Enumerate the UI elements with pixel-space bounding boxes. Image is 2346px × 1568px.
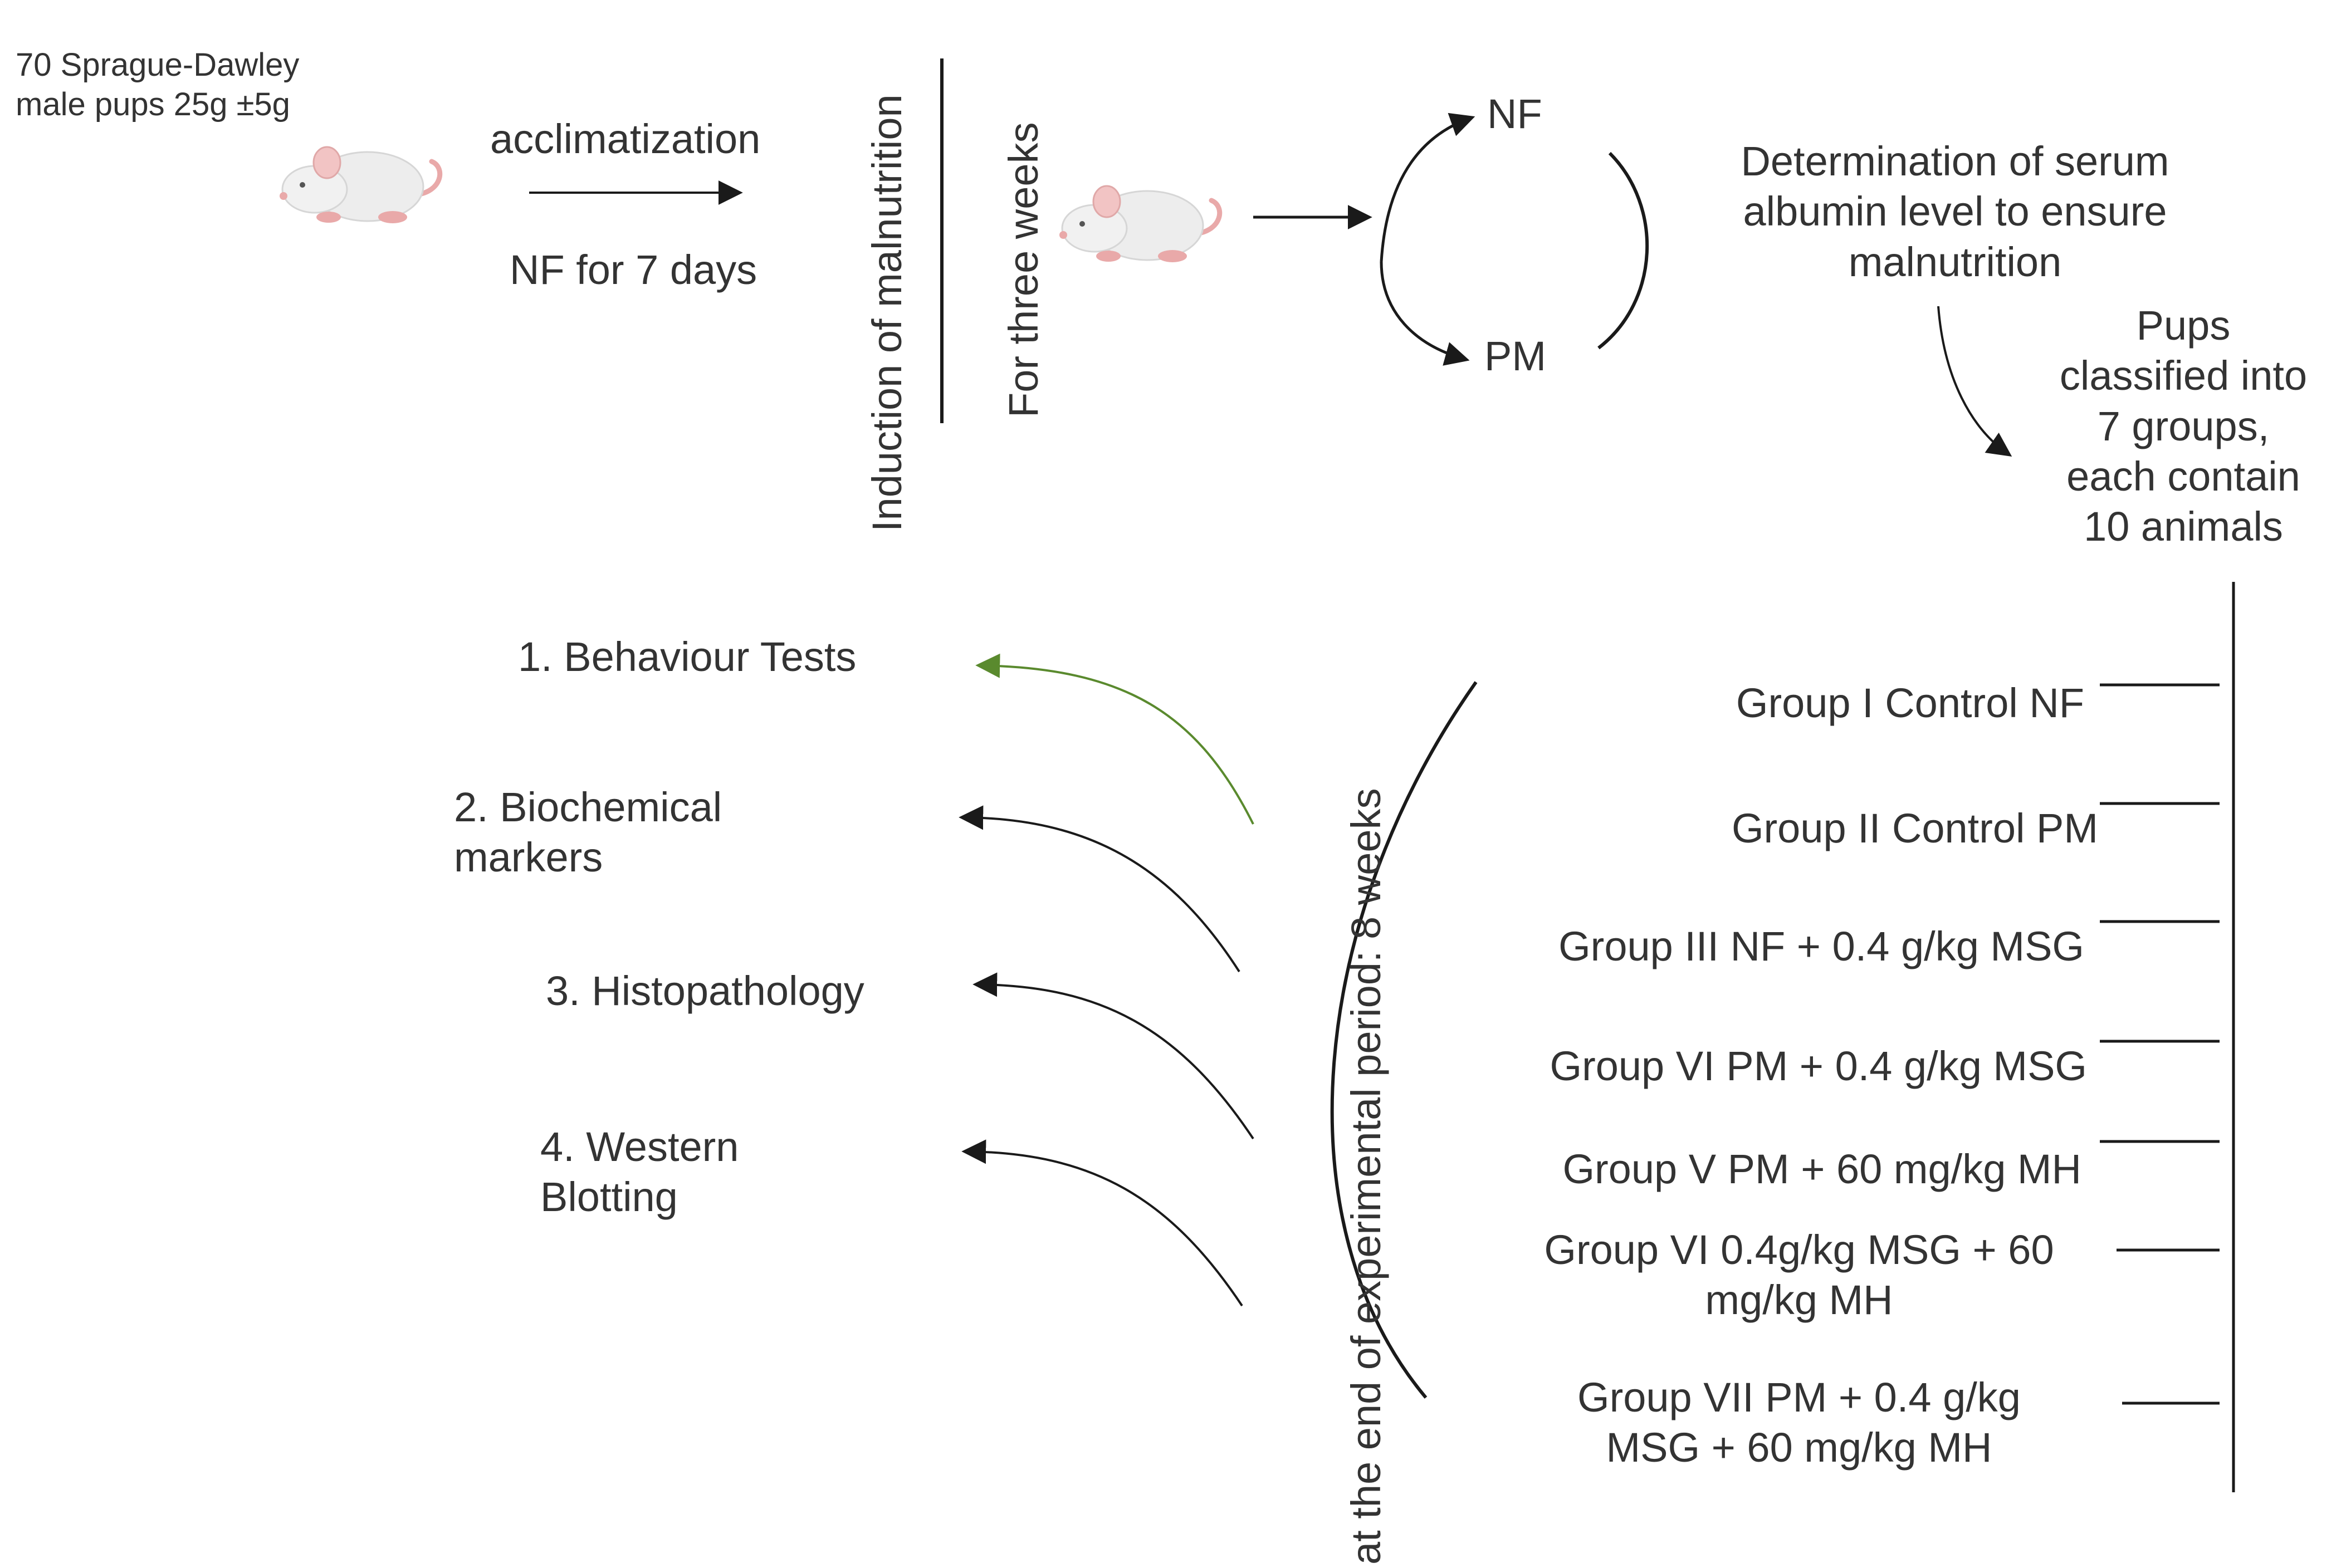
group-2: Group II Control PM xyxy=(1732,803,2098,854)
arrow-to-pm xyxy=(1380,261,1470,366)
outcome-3-line-1: 3. Histopathology xyxy=(546,968,864,1014)
period-label: at the end of experimental period: 8 wee… xyxy=(1343,788,1389,1565)
rat-icon xyxy=(280,146,443,223)
outcome-4-line-2: Blotting xyxy=(540,1174,678,1221)
group-5-line-1: Group V PM + 60 mg/kg MH xyxy=(1562,1146,2081,1192)
albumin-line-2: albumin level to ensure xyxy=(1743,188,2167,235)
group-3: Group III NF + 0.4 g/kg MSG xyxy=(1558,922,2084,972)
group-7: Group VII PM + 0.4 g/kg MSG + 60 mg/kg M… xyxy=(1521,1373,2078,1473)
branch-nf: NF xyxy=(1487,91,1542,137)
outcome-2: 2. Biochemical markers xyxy=(454,782,722,883)
outcome-4: 4. Western Blotting xyxy=(540,1122,739,1223)
outcome-1: 1. Behaviour Tests xyxy=(518,632,856,682)
group-6-line-2: mg/kg MH xyxy=(1705,1277,1893,1324)
arrow-to-biochemical xyxy=(959,805,1240,973)
outcome-3: 3. Histopathology xyxy=(546,966,864,1016)
acclimatization-label: acclimatization xyxy=(490,116,761,162)
group-7-line-2: MSG + 60 mg/kg MH xyxy=(1606,1424,1992,1471)
group-4: Group VI PM + 0.4 g/kg MSG xyxy=(1550,1041,2087,1091)
outcome-2-line-2: markers xyxy=(454,834,603,881)
albumin-line-3: malnutrition xyxy=(1848,238,2062,285)
albumin-line-1: Determination of serum xyxy=(1741,138,2169,184)
outcome-4-line-1: 4. Western xyxy=(540,1124,739,1170)
branch-pm: PM xyxy=(1484,333,1546,379)
arrow-to-behaviour xyxy=(975,653,1254,825)
nf-pm-bracket xyxy=(1597,151,1649,350)
group-1: Group I Control NF xyxy=(1736,678,2084,728)
group-3-line-1: Group III NF + 0.4 g/kg MSG xyxy=(1558,923,2084,969)
albumin-determination: Determination of serum albumin level to … xyxy=(1699,136,2211,287)
group-2-line-1: Group II Control PM xyxy=(1731,805,2098,851)
classification-text: Pups classified into 7 groups, each cont… xyxy=(2011,301,2346,552)
acclimatization-detail: NF for 7 days xyxy=(510,247,757,293)
group-4-line-1: Group VI PM + 0.4 g/kg MSG xyxy=(1550,1043,2087,1089)
classification-line-4: each contain xyxy=(2066,453,2300,499)
classification-line-1: Pups xyxy=(2136,302,2231,349)
start-line-1: 70 Sprague-Dawley xyxy=(16,47,300,83)
period-arc xyxy=(1330,681,1478,1399)
rat-icon xyxy=(1059,185,1223,262)
induction-label: Induction of malnutrition xyxy=(864,94,910,532)
group-1-line-1: Group I Control NF xyxy=(1736,680,2084,726)
classification-line-5: 10 animals xyxy=(2084,503,2283,550)
group-5: Group V PM + 60 mg/kg MH xyxy=(1562,1144,2081,1194)
outcome-1-line-1: 1. Behaviour Tests xyxy=(518,634,857,680)
classification-line-2: classified into xyxy=(2059,352,2308,399)
start-description: 70 Sprague-Dawley male pups 25g ±5g xyxy=(16,46,299,125)
arrow-to-classification xyxy=(1937,306,2012,457)
start-line-2: male pups 25g ±5g xyxy=(16,86,290,122)
arrow-to-nf xyxy=(1380,112,1475,262)
outcome-2-line-1: 2. Biochemical xyxy=(454,784,722,830)
group-6: Group VI 0.4g/kg MSG + 60 mg/kg MH xyxy=(1504,1225,2094,1326)
arrow-to-histopathology xyxy=(972,972,1254,1140)
classification-line-3: 7 groups, xyxy=(2097,403,2270,449)
group-6-line-1: Group VI 0.4g/kg MSG + 60 xyxy=(1544,1227,2054,1273)
group-7-line-1: Group VII PM + 0.4 g/kg xyxy=(1577,1374,2021,1420)
arrow-to-western xyxy=(961,1139,1243,1307)
induction-duration: For three weeks xyxy=(1000,122,1047,418)
